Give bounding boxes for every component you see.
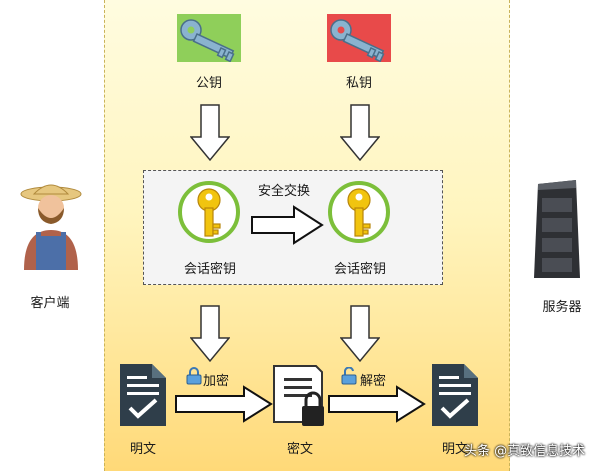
right-arrow-icon xyxy=(250,205,324,249)
server-label: 服务器 xyxy=(542,300,582,315)
session-key-left-icon xyxy=(177,180,241,248)
watermark: 头条 @真致信息技术 xyxy=(464,444,586,459)
right-arrow-icon xyxy=(174,385,274,427)
down-arrow-icon xyxy=(339,104,381,166)
down-arrow-icon xyxy=(189,104,231,166)
right-arrow-icon xyxy=(327,385,427,427)
decrypt-label: 解密 xyxy=(360,374,387,389)
private-key-label: 私钥 xyxy=(345,76,372,91)
session-key-right-label: 会话密钥 xyxy=(333,262,386,277)
session-key-right-icon xyxy=(327,180,391,248)
plaintext-left-label: 明文 xyxy=(129,442,156,457)
plaintext-right-label: 明文 xyxy=(441,442,468,457)
farmer-avatar-icon xyxy=(16,180,86,276)
exchange-label: 安全交换 xyxy=(257,184,310,199)
public-key-label: 公钥 xyxy=(195,76,222,91)
public-key-icon xyxy=(177,14,241,63)
plaintext-document-icon xyxy=(430,362,480,432)
unlock-icon xyxy=(341,366,359,389)
lock-icon xyxy=(186,367,202,389)
session-key-left-label: 会话密钥 xyxy=(183,262,236,277)
private-key-icon xyxy=(327,14,391,63)
encrypt-label: 加密 xyxy=(203,374,230,389)
down-arrow-icon xyxy=(189,305,231,367)
ciphertext-document-icon xyxy=(272,364,336,432)
down-arrow-icon xyxy=(339,305,381,367)
client-label: 客户端 xyxy=(30,296,70,311)
ciphertext-label: 密文 xyxy=(286,442,313,457)
plaintext-document-icon xyxy=(118,362,168,432)
server-icon xyxy=(530,180,584,286)
